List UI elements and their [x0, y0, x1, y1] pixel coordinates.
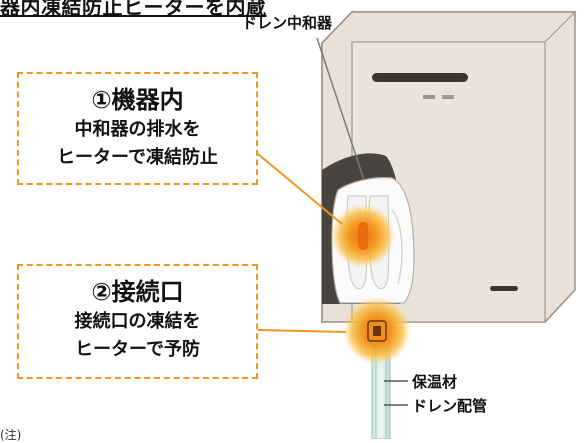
- callout-1-line1: 中和器の排水を: [74, 119, 201, 140]
- callout-1-line2: ヒーターで凍結防止: [57, 147, 218, 168]
- callout-2: ②接続口 接続口の凍結を ヒーターで予防: [17, 264, 258, 379]
- small-slot: [490, 286, 518, 291]
- leader-line-1: [257, 153, 343, 225]
- callout-1: ①機器内 中和器の排水を ヒーターで凍結防止: [17, 72, 258, 185]
- label-drain-neutralizer: ドレン中和器: [242, 14, 333, 32]
- callout-2-line2: ヒーターで予防: [75, 339, 200, 360]
- callout-2-line1: 接続口の凍結を: [74, 311, 201, 332]
- label-insulation: 保温材: [412, 373, 458, 391]
- label-drain-pipe: ドレン配管: [412, 397, 488, 415]
- callout-1-head: ①機器内: [91, 86, 184, 114]
- exhaust-slot: [372, 73, 468, 82]
- bottom-fragment: (注): [0, 428, 22, 442]
- leader-line-2: [257, 329, 347, 333]
- callout-2-head: ②接続口: [91, 278, 184, 306]
- header-title: 器内凍結防止ヒーターを内蔵: [0, 0, 267, 19]
